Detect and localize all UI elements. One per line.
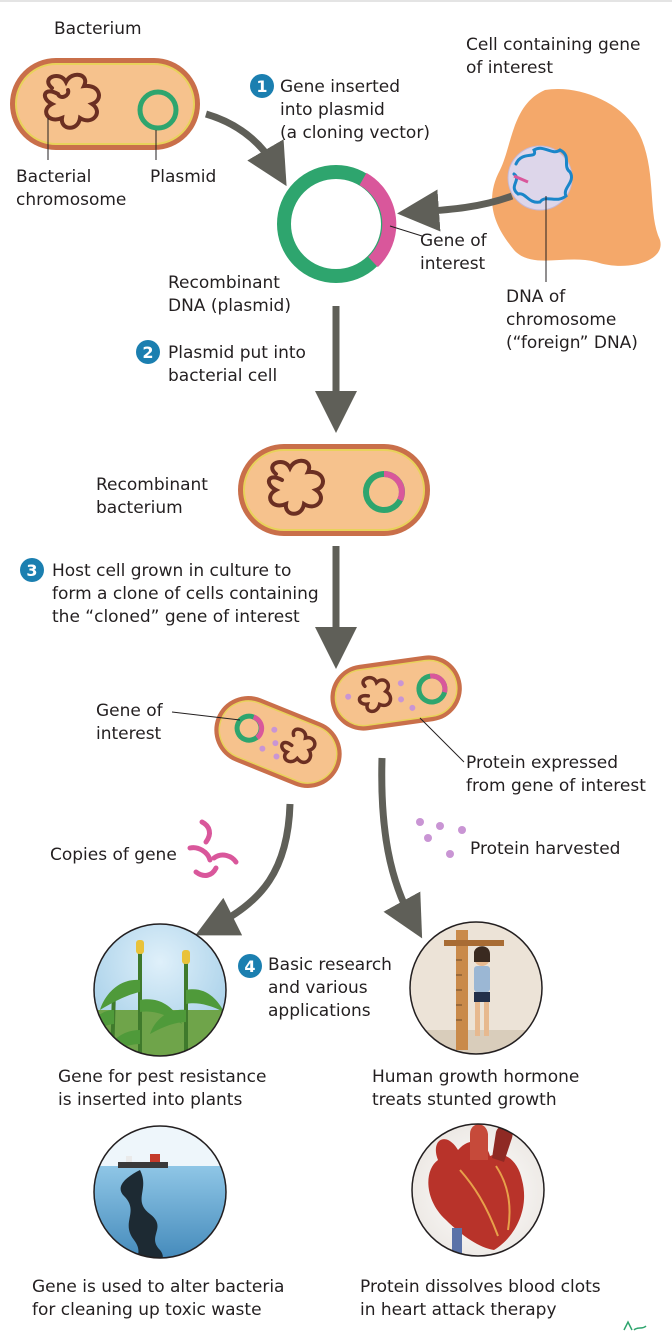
copies-of-gene-label: Copies of gene [50, 845, 177, 865]
recombinant-bacterium-cell [238, 444, 430, 536]
step-3-badge: 3 [20, 558, 44, 582]
svg-text:2: 2 [142, 343, 153, 362]
recombinant-chromosome-icon [266, 458, 325, 516]
recombinant-plasmid [277, 165, 397, 283]
svg-text:1: 1 [256, 77, 267, 96]
toxic-waste-cleanup-image [94, 1126, 226, 1258]
publisher-mark-icon [623, 1320, 647, 1331]
plasmid-label: Plasmid [150, 167, 216, 187]
heart-therapy-image [412, 1124, 544, 1256]
arrow-to-plants [195, 803, 294, 936]
harvested-protein-icon [416, 818, 466, 858]
bacterial-chromosome-icon [42, 72, 101, 130]
bacterium-cell [10, 58, 200, 150]
step-4-badge: 4 [238, 954, 262, 978]
clone-cell-right [330, 655, 462, 731]
clone-cell-left [214, 696, 342, 788]
plasmid-icon [137, 89, 179, 131]
arrow-bacterium-to-plasmid [204, 110, 287, 187]
svg-text:3: 3 [26, 561, 37, 580]
arrow-foreign-to-plasmid [397, 189, 514, 232]
protein-harvested-label: Protein harvested [470, 839, 620, 859]
svg-text:4: 4 [244, 957, 255, 976]
arrow-to-growth [378, 757, 423, 939]
bacterium-label: Bacterium [54, 19, 142, 39]
step-1-badge: 1 [250, 74, 274, 98]
foreign-dna-icon [512, 146, 573, 204]
pest-resistant-plants-image [94, 924, 226, 1056]
step-2-badge: 2 [136, 340, 160, 364]
foreign-cell [492, 88, 661, 266]
gene-copies-icon [187, 819, 239, 878]
